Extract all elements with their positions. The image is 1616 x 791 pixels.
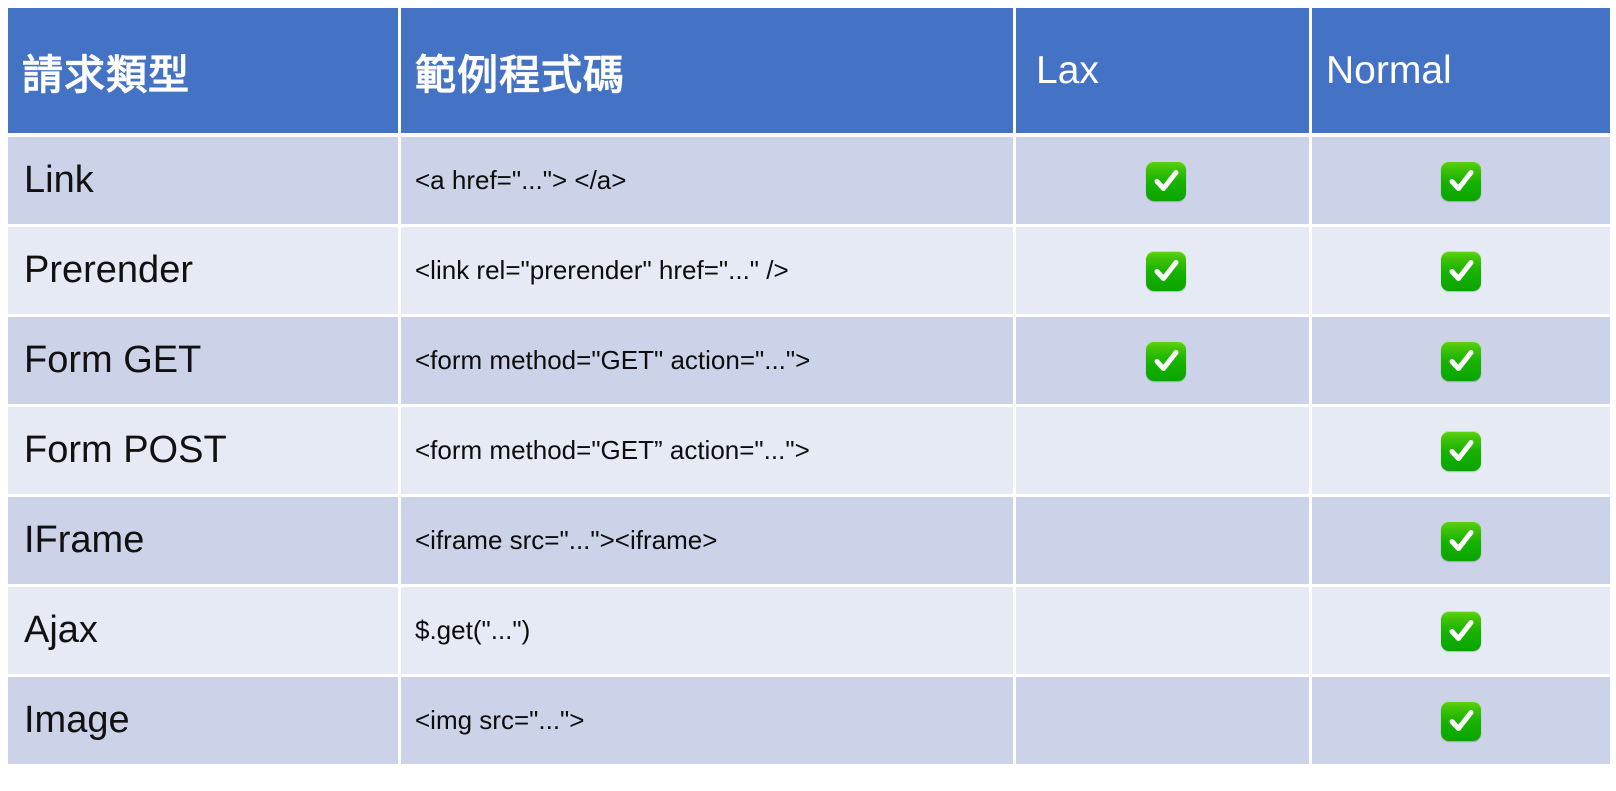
cell-normal-support	[1312, 677, 1610, 767]
white-heavy-check-mark-icon	[1441, 520, 1481, 561]
cell-spacer	[1016, 407, 1022, 497]
cell-spacer	[1016, 137, 1022, 227]
column-header-lax: Lax	[1022, 8, 1312, 137]
white-heavy-check-mark-icon	[1441, 250, 1481, 291]
column-header-request-type: 請求類型	[8, 8, 401, 137]
table-row: Form POST<form method="GET” action="..."…	[8, 407, 1610, 497]
white-heavy-check-mark-icon	[1441, 700, 1481, 741]
white-heavy-check-mark-icon	[1441, 430, 1481, 471]
table-row: Form GET<form method="GET" action="...">	[8, 317, 1610, 407]
cell-request-type: Ajax	[8, 587, 401, 677]
cell-request-type: Image	[8, 677, 401, 767]
cell-request-type: Prerender	[8, 227, 401, 317]
cell-spacer	[1016, 587, 1022, 677]
table-body: Link<a href="..."> </a>Prerender<link re…	[8, 137, 1610, 767]
cell-empty	[1146, 428, 1186, 468]
column-header-spacer	[1016, 8, 1022, 137]
cell-lax-support	[1022, 497, 1312, 587]
cell-lax-support	[1022, 587, 1312, 677]
white-heavy-check-mark-icon	[1145, 250, 1186, 291]
cell-sample-code: <form method="GET" action="...">	[401, 317, 1016, 407]
cell-normal-support	[1312, 587, 1610, 677]
cell-normal-support	[1312, 227, 1610, 317]
table-header: 請求類型 範例程式碼 Lax Normal	[8, 8, 1610, 137]
cell-spacer	[1016, 227, 1022, 317]
cell-lax-support	[1022, 317, 1312, 407]
table-row: Link<a href="..."> </a>	[8, 137, 1610, 227]
cell-sample-code: <img src="...">	[401, 677, 1016, 767]
cell-lax-support	[1022, 137, 1312, 227]
cell-request-type: Form POST	[8, 407, 401, 497]
cell-lax-support	[1022, 677, 1312, 767]
cell-request-type: Form GET	[8, 317, 401, 407]
cell-empty	[1146, 608, 1186, 648]
table-row: Ajax$.get("...")	[8, 587, 1610, 677]
cell-lax-support	[1022, 407, 1312, 497]
cell-spacer	[1016, 677, 1022, 767]
cell-sample-code: <form method="GET” action="...">	[401, 407, 1016, 497]
white-heavy-check-mark-icon	[1145, 340, 1186, 381]
cell-empty	[1146, 518, 1186, 558]
cell-empty	[1146, 698, 1186, 738]
cell-spacer	[1016, 317, 1022, 407]
cell-normal-support	[1312, 317, 1610, 407]
white-heavy-check-mark-icon	[1441, 340, 1481, 381]
white-heavy-check-mark-icon	[1441, 160, 1481, 201]
cell-lax-support	[1022, 227, 1312, 317]
table-row: IFrame<iframe src="..."><iframe>	[8, 497, 1610, 587]
request-type-compatibility-table: 請求類型 範例程式碼 Lax Normal Link<a href="...">…	[8, 8, 1610, 767]
cell-sample-code: <link rel="prerender" href="..." />	[401, 227, 1016, 317]
column-header-sample-code: 範例程式碼	[401, 8, 1016, 137]
cell-normal-support	[1312, 497, 1610, 587]
cell-spacer	[1016, 497, 1022, 587]
white-heavy-check-mark-icon	[1441, 610, 1481, 651]
column-header-normal: Normal	[1312, 8, 1610, 137]
cell-normal-support	[1312, 407, 1610, 497]
cell-request-type: Link	[8, 137, 401, 227]
cell-sample-code: <a href="..."> </a>	[401, 137, 1016, 227]
cell-request-type: IFrame	[8, 497, 401, 587]
table-row: Image<img src="...">	[8, 677, 1610, 767]
cell-sample-code: <iframe src="..."><iframe>	[401, 497, 1016, 587]
header-row: 請求類型 範例程式碼 Lax Normal	[8, 8, 1610, 137]
white-heavy-check-mark-icon	[1145, 160, 1186, 201]
table-row: Prerender<link rel="prerender" href="...…	[8, 227, 1610, 317]
cell-normal-support	[1312, 137, 1610, 227]
cell-sample-code: $.get("...")	[401, 587, 1016, 677]
